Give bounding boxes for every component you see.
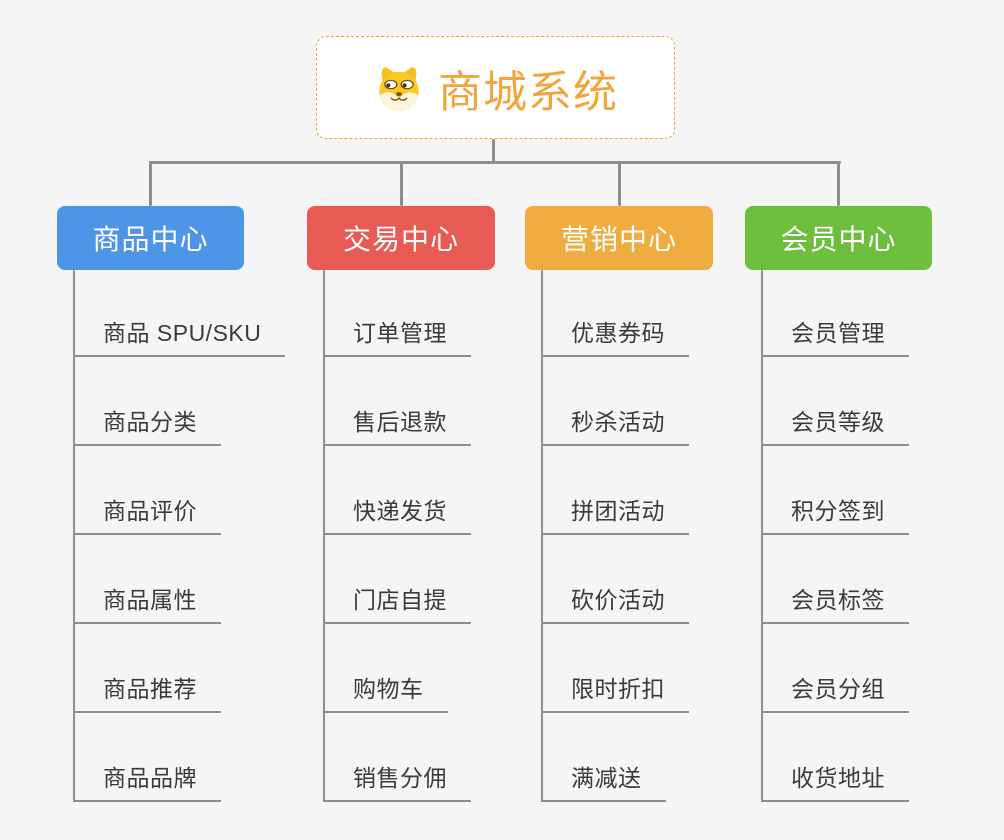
branch-node[interactable]: 商品中心 bbox=[57, 206, 244, 270]
leaf-item[interactable]: 秒杀活动 bbox=[541, 400, 689, 446]
leaf-label: 收货地址 bbox=[791, 765, 885, 791]
leaf-item[interactable]: 商品属性 bbox=[73, 578, 221, 624]
leaf-label: 满减送 bbox=[571, 765, 642, 791]
leaf-label: 秒杀活动 bbox=[571, 409, 665, 435]
connector-branch-drop-line bbox=[149, 161, 152, 206]
leaf-label: 商品评价 bbox=[103, 498, 197, 524]
leaf-item[interactable]: 优惠券码 bbox=[541, 311, 689, 357]
leaf-label: 快递发货 bbox=[353, 498, 447, 524]
leaf-label: 拼团活动 bbox=[571, 498, 665, 524]
branch-node[interactable]: 会员中心 bbox=[745, 206, 932, 270]
branch-label: 商品中心 bbox=[92, 224, 209, 255]
leaf-item[interactable]: 售后退款 bbox=[323, 400, 471, 446]
leaf-item[interactable]: 商品分类 bbox=[73, 400, 221, 446]
leaf-item[interactable]: 商品推荐 bbox=[73, 667, 221, 713]
leaf-item[interactable]: 会员分组 bbox=[761, 667, 909, 713]
leaf-label: 订单管理 bbox=[353, 320, 447, 346]
leaf-label: 会员分组 bbox=[791, 676, 885, 702]
leaf-label: 积分签到 bbox=[791, 498, 885, 524]
leaf-label: 会员标签 bbox=[791, 587, 885, 613]
connector-root-stem bbox=[492, 139, 495, 164]
leaf-label: 限时折扣 bbox=[571, 676, 665, 702]
branch-node[interactable]: 营销中心 bbox=[525, 206, 713, 270]
leaf-label: 商品品牌 bbox=[103, 765, 197, 791]
leaf-label: 销售分佣 bbox=[353, 765, 447, 791]
leaf-label: 优惠券码 bbox=[571, 320, 665, 346]
leaf-item[interactable]: 商品 SPU/SKU bbox=[73, 311, 286, 357]
root-title: 商城系统 bbox=[438, 67, 618, 117]
leaf-item[interactable]: 限时折扣 bbox=[541, 667, 689, 713]
root-node[interactable]: 商城系统 bbox=[316, 36, 675, 139]
leaf-item[interactable]: 商品评价 bbox=[73, 489, 221, 535]
leaf-label: 砍价活动 bbox=[571, 587, 665, 613]
leaf-label: 商品分类 bbox=[103, 409, 197, 435]
branch-label: 会员中心 bbox=[780, 224, 897, 255]
connector-branch-trunk-line bbox=[73, 270, 75, 802]
leaf-label: 商品属性 bbox=[103, 587, 197, 613]
connector-branch-trunk-line bbox=[761, 270, 763, 802]
leaf-label: 门店自提 bbox=[353, 587, 447, 613]
leaf-item[interactable]: 砍价活动 bbox=[541, 578, 689, 624]
leaf-label: 商品 SPU/SKU bbox=[103, 320, 262, 346]
leaf-item[interactable]: 会员管理 bbox=[761, 311, 909, 357]
leaf-item[interactable]: 快递发货 bbox=[323, 489, 471, 535]
leaf-item[interactable]: 门店自提 bbox=[323, 578, 471, 624]
branch-node[interactable]: 交易中心 bbox=[307, 206, 495, 270]
connector-horizontal-rail bbox=[149, 161, 841, 164]
connector-branch-drop-line bbox=[617, 161, 621, 206]
leaf-item[interactable]: 商品品牌 bbox=[73, 756, 221, 802]
leaf-item[interactable]: 满减送 bbox=[541, 756, 666, 802]
connector-branch-drop-line bbox=[837, 161, 840, 206]
leaf-item[interactable]: 收货地址 bbox=[761, 756, 909, 802]
leaf-item[interactable]: 会员标签 bbox=[761, 578, 909, 624]
leaf-item[interactable]: 购物车 bbox=[323, 667, 448, 713]
leaf-item[interactable]: 销售分佣 bbox=[323, 756, 471, 802]
dog-face-icon bbox=[379, 66, 419, 111]
leaf-label: 会员等级 bbox=[791, 409, 885, 435]
leaf-label: 售后退款 bbox=[353, 409, 447, 435]
leaf-item[interactable]: 订单管理 bbox=[323, 311, 471, 357]
leaf-item[interactable]: 会员等级 bbox=[761, 400, 909, 446]
leaf-label: 会员管理 bbox=[791, 320, 885, 346]
connector-branch-trunk-line bbox=[541, 270, 543, 802]
branch-label: 交易中心 bbox=[342, 224, 459, 255]
branch-label: 营销中心 bbox=[560, 224, 677, 255]
leaf-item[interactable]: 拼团活动 bbox=[541, 489, 689, 535]
leaf-label: 商品推荐 bbox=[103, 676, 197, 702]
leaf-item[interactable]: 积分签到 bbox=[761, 489, 909, 535]
connector-branch-drop-line bbox=[399, 161, 403, 206]
leaf-label: 购物车 bbox=[353, 676, 424, 702]
connector-branch-trunk-line bbox=[323, 270, 325, 802]
